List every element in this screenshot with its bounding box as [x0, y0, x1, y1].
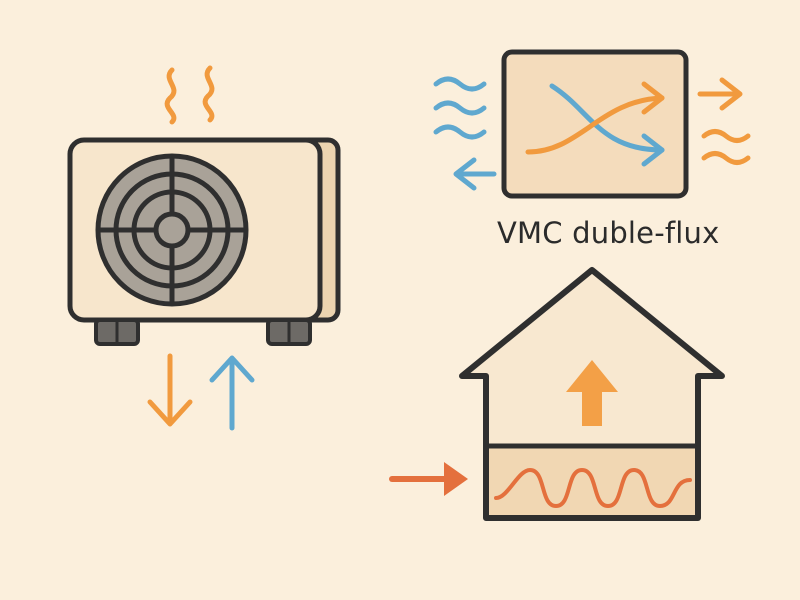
arrow-up-icon	[209, 355, 255, 431]
arrow-right-icon	[697, 77, 743, 111]
vmc-heat-exchanger	[433, 49, 751, 199]
air-wave-icon	[433, 76, 487, 140]
crossflow-icon	[525, 81, 665, 167]
heating-pipe-icon	[494, 467, 692, 509]
heat-pump	[67, 65, 341, 431]
arrow-left-icon	[453, 157, 497, 191]
fan-icon	[95, 153, 249, 307]
input-arrow-icon	[389, 462, 468, 496]
rising-heat-arrow-icon	[566, 360, 618, 426]
heat-wave-icon	[164, 65, 215, 125]
house-underfloor-heating	[389, 267, 725, 521]
warm-air-wave-icon	[701, 129, 751, 165]
vmc-label: VMC duble-flux	[497, 216, 720, 250]
arrow-down-icon	[147, 353, 193, 427]
